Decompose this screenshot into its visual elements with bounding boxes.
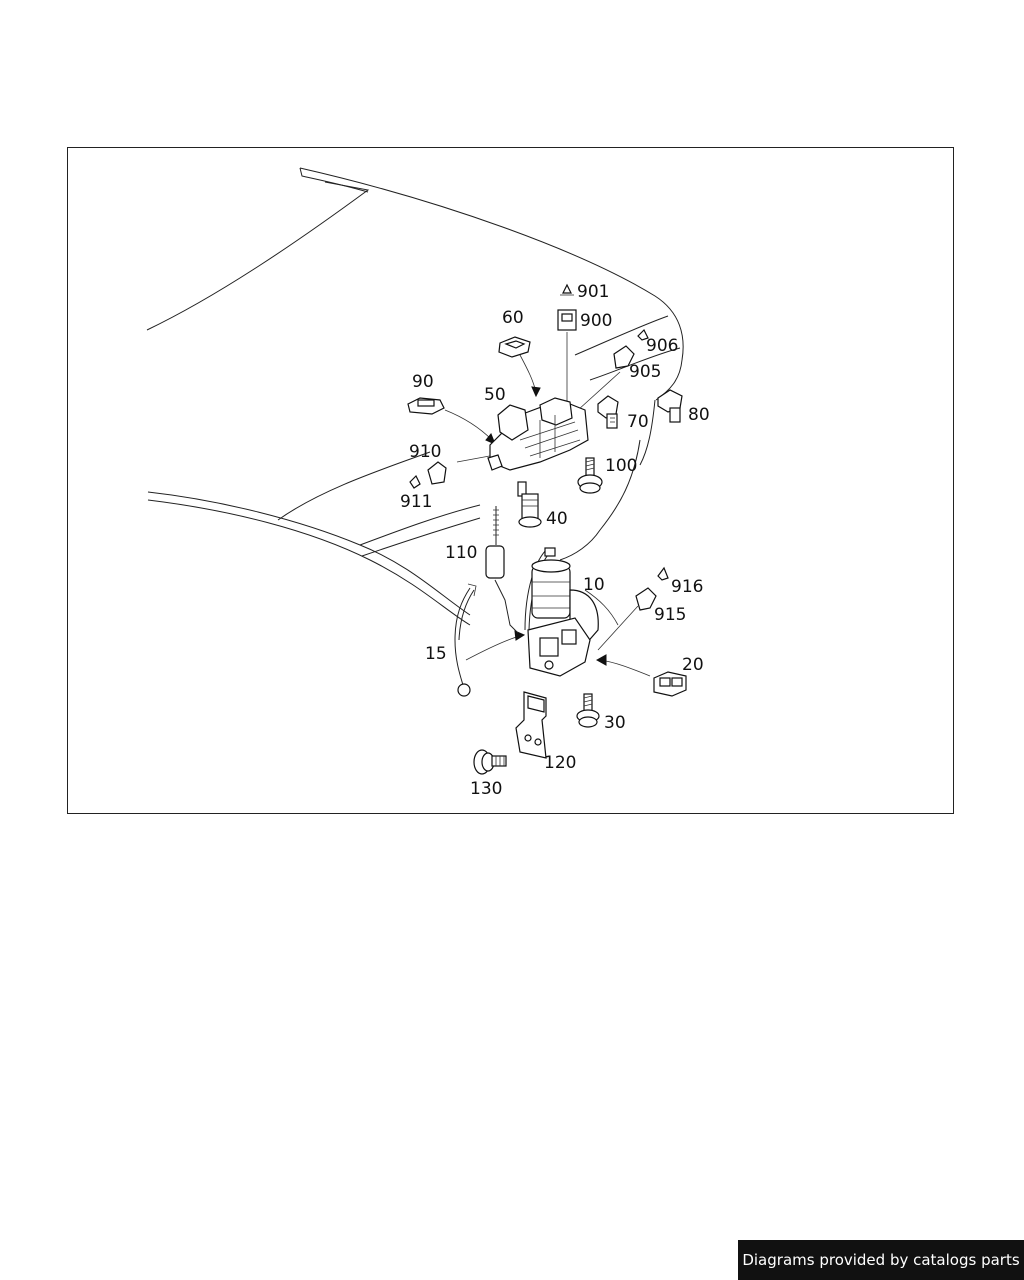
callout-916: 916 bbox=[671, 577, 704, 597]
part-15-cable bbox=[454, 583, 477, 697]
callout-900: 900 bbox=[580, 311, 613, 331]
diagram-frame bbox=[67, 147, 954, 814]
callout-50: 50 bbox=[484, 385, 506, 405]
car-body-outline bbox=[146, 167, 684, 626]
callout-70: 70 bbox=[627, 412, 649, 432]
callout-20: 20 bbox=[682, 655, 704, 675]
callout-30: 30 bbox=[604, 713, 626, 733]
callout-901: 901 bbox=[577, 282, 610, 302]
part-40-sleeve bbox=[517, 481, 542, 528]
callout-905: 905 bbox=[629, 362, 662, 382]
part-110-damper bbox=[485, 506, 519, 634]
part-20-connector bbox=[653, 671, 687, 697]
callout-90: 90 bbox=[412, 372, 434, 392]
callout-40: 40 bbox=[546, 509, 568, 529]
callout-100: 100 bbox=[605, 456, 638, 476]
callout-80: 80 bbox=[688, 405, 710, 425]
callout-60: 60 bbox=[502, 308, 524, 328]
callout-911: 911 bbox=[400, 492, 433, 512]
callout-130: 130 bbox=[470, 779, 503, 799]
footer-credit-banner: Diagrams provided by catalogs parts bbox=[738, 1240, 1024, 1280]
part-905-906-plug bbox=[613, 328, 649, 369]
callout-10: 10 bbox=[583, 575, 605, 595]
callout-906: 906 bbox=[646, 336, 679, 356]
part-120-bracket bbox=[515, 691, 547, 759]
leader-lines bbox=[444, 332, 651, 677]
part-10-pump bbox=[524, 547, 599, 677]
part-70-switch bbox=[597, 395, 619, 429]
part-60-clip bbox=[498, 336, 531, 358]
part-100-bolt bbox=[577, 457, 603, 494]
part-130-bolt bbox=[473, 749, 507, 775]
part-90-connector bbox=[407, 397, 445, 415]
part-915-916-plug bbox=[635, 566, 669, 611]
callout-110: 110 bbox=[445, 543, 478, 563]
part-910-911-plug bbox=[409, 461, 447, 489]
callout-120: 120 bbox=[544, 753, 577, 773]
callout-915: 915 bbox=[654, 605, 687, 625]
part-80-switch bbox=[657, 389, 683, 423]
callout-15: 15 bbox=[425, 644, 447, 664]
callout-910: 910 bbox=[409, 442, 442, 462]
part-30-bolt bbox=[576, 693, 600, 728]
part-50-lock-unit bbox=[487, 397, 589, 471]
part-900-901-plug bbox=[557, 283, 577, 331]
